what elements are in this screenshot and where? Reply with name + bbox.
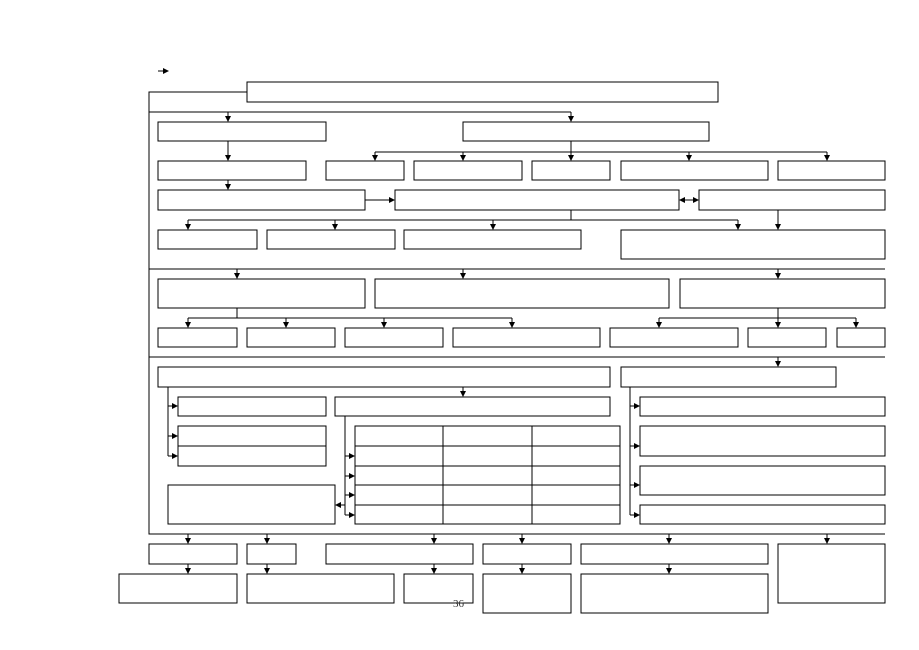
box-s3-l2: [177, 425, 327, 447]
box-s3-l3: [177, 445, 327, 467]
box-b1: [462, 121, 710, 142]
box-c5: [580, 573, 769, 614]
box-b6: [777, 543, 886, 604]
box-s3-l1: [177, 396, 327, 417]
box-b2-3: [531, 160, 611, 181]
box-s2-5: [246, 327, 336, 348]
box-s3-r1: [639, 396, 886, 417]
box-d3: [698, 189, 886, 211]
box-c1: [118, 573, 238, 604]
top-box: [246, 81, 719, 103]
outer-frame-line: [148, 91, 885, 535]
page-number: 36: [453, 598, 464, 610]
box-s2-9: [747, 327, 827, 348]
box-b5: [580, 543, 769, 565]
box-b2-5: [777, 160, 886, 181]
box-b2-1: [325, 160, 405, 181]
box-s2-7: [452, 327, 601, 348]
grid-table: [354, 425, 621, 525]
box-a4-2: [266, 229, 396, 250]
box-s3-main: [157, 366, 611, 388]
box-s2-1: [157, 278, 366, 309]
box-s3-r2: [639, 425, 886, 457]
box-a4-1: [157, 229, 258, 250]
box-s2-2: [374, 278, 670, 309]
box-a1: [157, 121, 327, 142]
box-a4-4: [620, 229, 886, 260]
box-s2-4: [157, 327, 238, 348]
box-c4: [482, 573, 572, 614]
box-b4: [482, 543, 572, 565]
box-b3: [325, 543, 474, 565]
box-b2: [246, 543, 297, 565]
box-a2: [157, 160, 307, 181]
box-a3: [157, 189, 366, 211]
box-s3-r4: [639, 504, 886, 525]
box-b2-2: [413, 160, 523, 181]
box-s2-3: [679, 278, 886, 309]
box-c3: [394, 189, 680, 211]
box-c2: [246, 573, 395, 604]
box-a4-3: [403, 229, 582, 250]
box-s3-right: [620, 366, 837, 388]
box-b2-4: [620, 160, 769, 181]
box-s3-m1: [334, 396, 611, 417]
box-s2-10: [836, 327, 886, 348]
box-c3: [403, 573, 474, 604]
box-b1: [148, 543, 238, 565]
box-s3-r3: [639, 465, 886, 496]
box-s2-6: [344, 327, 444, 348]
box-s3-l4: [167, 484, 336, 525]
box-s2-8: [609, 327, 739, 348]
